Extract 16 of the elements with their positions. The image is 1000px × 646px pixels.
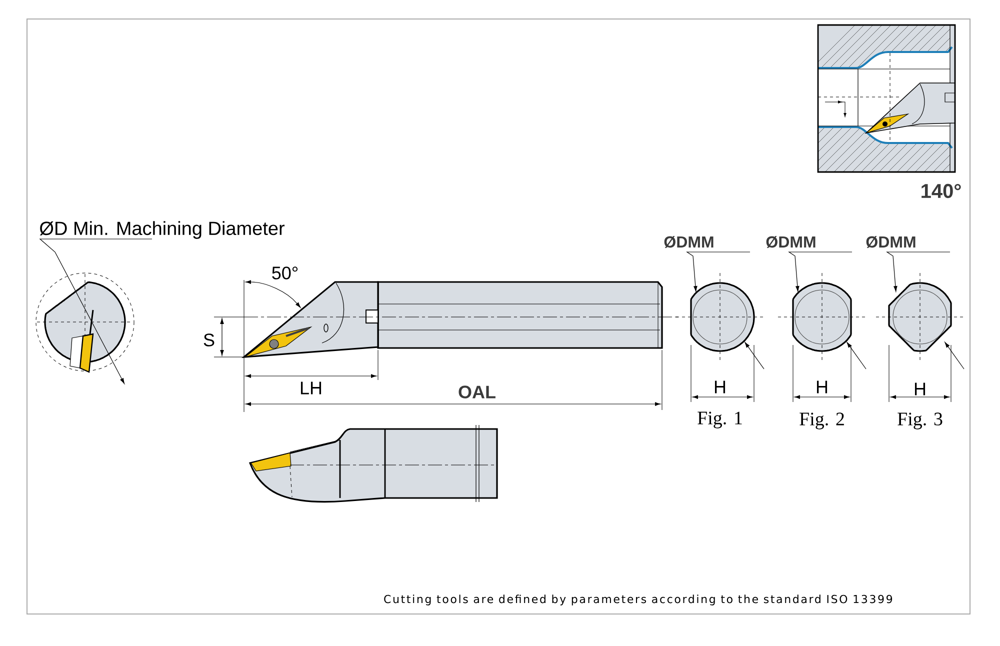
dimension-label: Fig. 1 <box>698 412 742 428</box>
dimension-label: ØDMM <box>766 236 816 248</box>
dimension-label: ØDMM <box>664 236 714 248</box>
dimension-label: 50° <box>272 266 298 280</box>
dimension-label: H <box>714 380 726 394</box>
dimension-label: 140° <box>922 184 961 198</box>
dimension-label: Fig. 3 <box>898 412 942 430</box>
dimension-label: H <box>914 382 926 396</box>
dimension-label: ØD Min. Machining Diameter <box>40 221 285 239</box>
dimension-label: OAL <box>458 386 496 398</box>
dimension-label: H <box>816 380 828 394</box>
dimension-label: LH <box>300 382 322 394</box>
dimension-label: Fig. 2 <box>800 412 844 430</box>
caption: Cutting tools are defined by parameters according to the standard ISO 13399 <box>384 594 892 606</box>
dimension-label: ØDMM <box>866 236 916 248</box>
dimension-label: S <box>204 334 214 346</box>
